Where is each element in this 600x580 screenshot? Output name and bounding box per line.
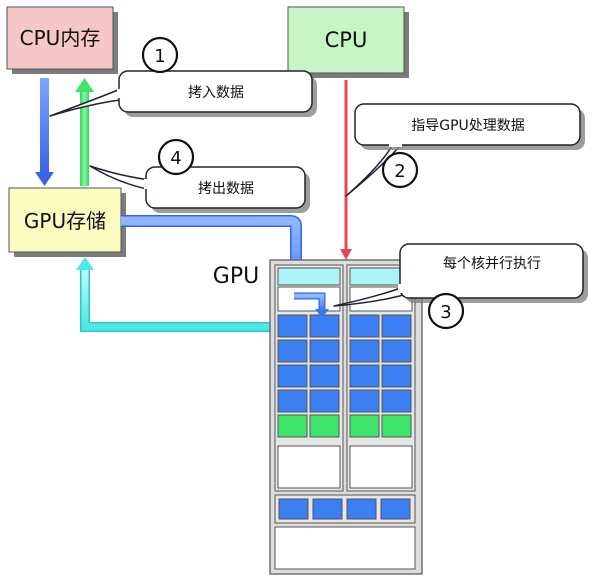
gpu-core: [309, 414, 340, 438]
gpu-core: [349, 364, 380, 388]
callout-instruct-text: 指导GPU处理数据: [411, 118, 525, 134]
gpu-core: [309, 389, 340, 413]
gpu-core: [380, 498, 411, 520]
multiprocessor-left: [274, 264, 344, 492]
gpu-core: [349, 389, 380, 413]
multiprocessor-right: [346, 264, 416, 492]
gpu-core: [277, 364, 308, 388]
gpu-core: [277, 389, 308, 413]
gpu-core: [381, 414, 412, 438]
callout-instruct: 指导GPU处理数据 2: [345, 103, 585, 197]
gpu-core: [381, 339, 412, 363]
gpu-global-memory: [274, 526, 416, 570]
step-number-3: 3: [440, 302, 451, 323]
gpu-core: [346, 498, 377, 520]
cpu-memory-fill: [6, 6, 114, 70]
gpu-storage-box: GPU存储: [8, 187, 126, 257]
callout-parallel: 每个核并行执行 3: [333, 243, 588, 330]
instruct-arrow: [340, 80, 352, 260]
copy-in-arrow: [35, 78, 54, 186]
shared-core-row: [274, 494, 416, 524]
gpu-core: [381, 364, 412, 388]
callout-copy-out: 拷出数据 4: [89, 138, 310, 213]
gpu-label: GPU: [213, 264, 259, 289]
cpu-memory-label: CPU内存: [20, 26, 101, 50]
cores-to-storage-arrow: [76, 257, 280, 332]
cpu-label: CPU: [325, 28, 368, 52]
gpu-core: [349, 414, 380, 438]
gpu-core: [309, 364, 340, 388]
callout-parallel-text: 每个核并行执行: [443, 256, 541, 272]
instruction-distribution-arrow: [294, 292, 329, 318]
gpu-core: [277, 414, 308, 438]
gpu-core: [349, 314, 380, 338]
callout-copy-in: 拷入数据 1: [49, 36, 317, 117]
step-number-4: 4: [170, 148, 181, 169]
copy-out-arrow: [75, 78, 94, 186]
gpu-storage-label: GPU存储: [24, 209, 106, 233]
step-number-1: 1: [154, 46, 165, 67]
gpu-core: [278, 498, 309, 520]
cpu-memory-box: CPU内存: [6, 6, 118, 74]
callout-copy-out-text: 拷出数据: [198, 181, 254, 197]
gpu-core: [349, 339, 380, 363]
gpu-chip: GPU: [213, 259, 423, 575]
step-number-2: 2: [394, 161, 405, 182]
gpu-core: [312, 498, 343, 520]
cpu-box: CPU: [287, 6, 409, 78]
gpu-core: [309, 339, 340, 363]
gpu-core: [277, 339, 308, 363]
gpu-core: [381, 389, 412, 413]
gpu-storage-fill: [8, 187, 122, 253]
gpu-core: [277, 314, 308, 338]
gpu-core: [381, 314, 412, 338]
cpu-fill: [287, 6, 405, 74]
callout-copy-in-text: 拷入数据: [188, 85, 244, 101]
gpu-core: [309, 314, 340, 338]
